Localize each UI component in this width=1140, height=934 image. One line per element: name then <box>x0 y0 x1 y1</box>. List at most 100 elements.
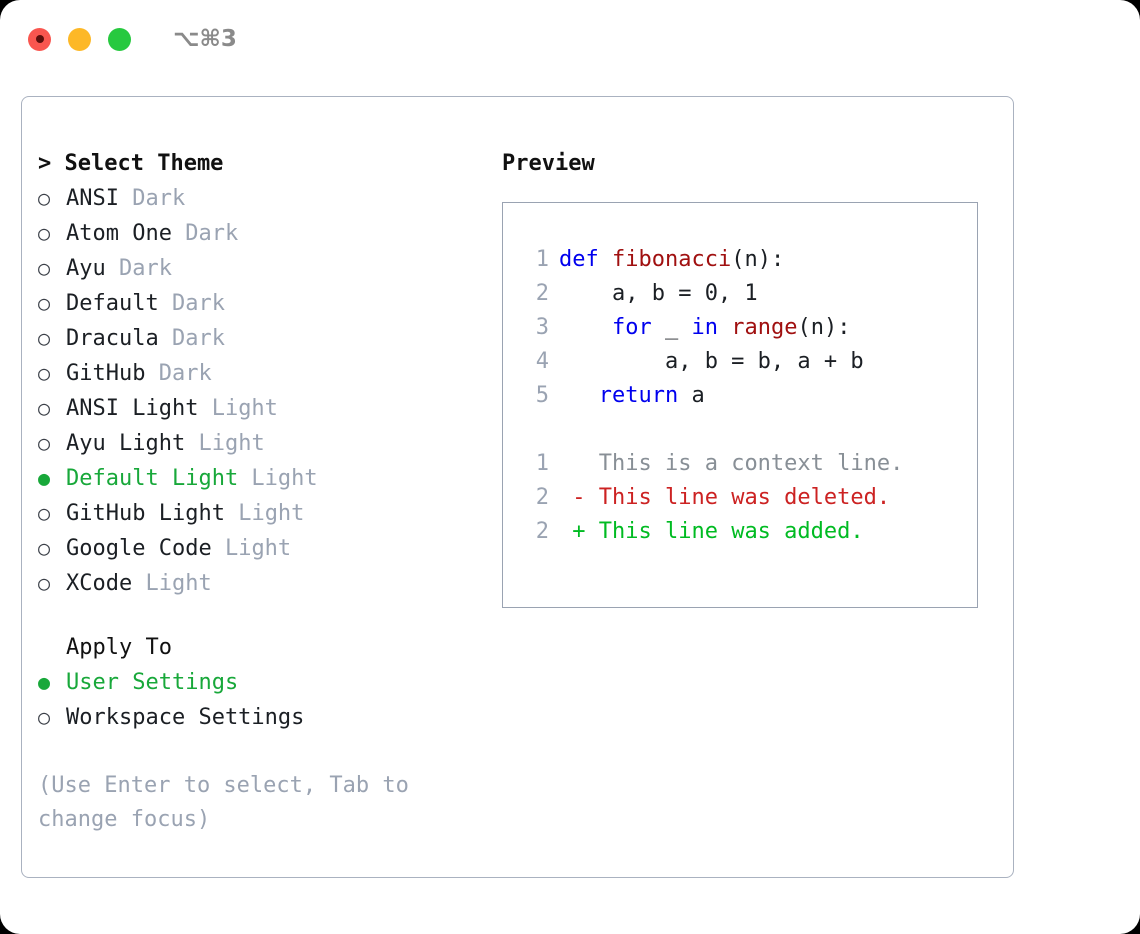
line-number: 2 <box>535 519 549 544</box>
theme-option-label: Atom One <box>66 221 172 246</box>
theme-option-github[interactable]: ○ GitHub Dark <box>38 356 498 391</box>
theme-option-variant: Dark <box>105 256 172 281</box>
diff-sample: 1 This is a context line.2 - This line w… <box>521 447 977 549</box>
line-number: 1 <box>535 247 549 272</box>
code-token-plain <box>559 383 599 408</box>
apply-to-heading: Apply To <box>66 635 172 660</box>
theme-option-variant: Light <box>198 396 278 421</box>
close-window-button[interactable] <box>28 27 51 51</box>
radio-unselected-icon: ○ <box>38 186 51 210</box>
code-token-plain <box>718 315 731 340</box>
code-token-kw: for <box>611 315 652 340</box>
radio-unselected-icon: ○ <box>38 361 51 385</box>
keyboard-hint-text: (Use Enter to select, Tab to change focu… <box>38 773 423 832</box>
line-number: 3 <box>535 315 549 340</box>
line-number: 2 <box>535 281 549 306</box>
theme-option-label: ANSI Light <box>66 396 199 421</box>
code-token-fn: range <box>731 315 798 340</box>
code-line-text: a, b = b, a + b <box>559 345 864 379</box>
code-line-text: a, b = 0, 1 <box>559 277 758 311</box>
theme-option-variant: Dark <box>145 361 212 386</box>
theme-option-default-light[interactable]: ● Default Light Light <box>38 461 498 496</box>
apply-to-option-user-settings[interactable]: ●User Settings <box>38 665 498 700</box>
radio-unselected-icon: ○ <box>38 291 51 315</box>
theme-option-variant: Light <box>185 431 265 456</box>
theme-option-dracula[interactable]: ○ Dracula Dark <box>38 321 498 356</box>
theme-option-label: GitHub <box>66 361 146 386</box>
theme-list-column: > Select Theme ○ANSI Dark○Atom One Dark○… <box>38 147 498 837</box>
code-line-text: return a <box>559 379 705 413</box>
keyboard-shortcut-label: ⌥⌘3 <box>173 26 237 52</box>
minimize-window-button[interactable] <box>68 27 91 51</box>
code-token-plain: (n): <box>797 315 851 340</box>
theme-option-variant: Light <box>211 536 292 561</box>
theme-list[interactable]: ○ANSI Dark○Atom One Dark○Ayu Dark○Defaul… <box>38 181 498 601</box>
code-token-fn: fibonacci <box>611 247 732 272</box>
theme-option-variant: Light <box>132 571 212 596</box>
theme-option-label: XCode <box>66 571 133 596</box>
title-bar: ⌥⌘3 <box>0 0 1140 78</box>
theme-option-label: GitHub Light <box>66 501 225 526</box>
code-token-plain: a, b = 0, 1 <box>559 281 758 306</box>
code-line: 5 return a <box>521 379 977 413</box>
code-token-kw: return <box>598 383 679 408</box>
theme-option-ansi-light[interactable]: ○ ANSI Light Light <box>38 391 498 426</box>
apply-to-option-workspace-settings[interactable]: ○ Workspace Settings <box>38 700 498 735</box>
code-token-plain: _ <box>651 315 692 340</box>
maximize-window-button[interactable] <box>108 27 131 51</box>
theme-option-label: Dracula <box>66 326 159 351</box>
diff-sign: - <box>559 485 586 510</box>
apply-to-list[interactable]: ●User Settings ○ Workspace Settings <box>38 665 498 735</box>
radio-selected-icon: ● <box>38 466 51 490</box>
theme-option-atom-one[interactable]: ○Atom One Dark <box>38 216 498 251</box>
radio-unselected-icon: ○ <box>38 536 51 560</box>
line-number: 5 <box>535 383 549 408</box>
radio-unselected-icon: ○ <box>38 396 51 420</box>
code-line: 2 a, b = 0, 1 <box>521 277 977 311</box>
theme-option-label: Default <box>66 291 159 316</box>
theme-option-variant: Dark <box>118 186 186 211</box>
radio-unselected-icon: ○ <box>38 256 51 280</box>
theme-option-label: Default Light <box>66 466 239 491</box>
diff-sign: + <box>559 519 586 544</box>
diff-line-text: This line was added. <box>585 519 864 544</box>
code-token-plain <box>559 315 612 340</box>
theme-option-variant: Dark <box>171 221 239 246</box>
theme-option-ayu[interactable]: ○ Ayu Dark <box>38 251 498 286</box>
theme-option-ansi[interactable]: ○ANSI Dark <box>38 181 498 216</box>
theme-option-label: Ayu Light <box>66 431 186 456</box>
diff-line-context: 1 This is a context line. <box>521 447 977 481</box>
code-line: 4 a, b = b, a + b <box>521 345 977 379</box>
diff-line-del: 2 - This line was deleted. <box>521 481 977 515</box>
theme-option-label: Ayu <box>66 256 106 281</box>
theme-option-google-code[interactable]: ○ Google Code Light <box>38 531 498 566</box>
line-number: 2 <box>535 485 549 510</box>
diff-line-text: This is a context line. <box>585 451 904 476</box>
apply-to-option-label: Workspace Settings <box>66 705 305 730</box>
code-token-kw: in <box>691 315 718 340</box>
diff-line-add: 2 + This line was added. <box>521 515 977 549</box>
theme-option-ayu-light[interactable]: ○ Ayu Light Light <box>38 426 498 461</box>
code-line: 3 for _ in range(n): <box>521 311 977 345</box>
line-number: 4 <box>535 349 549 374</box>
code-token-plain: (n): <box>731 247 785 272</box>
preview-title: Preview <box>502 151 595 176</box>
select-theme-title: > Select Theme <box>38 151 224 176</box>
radio-unselected-icon: ○ <box>38 431 51 455</box>
code-token-plain: a <box>678 383 705 408</box>
theme-option-variant: Light <box>238 466 318 491</box>
radio-unselected-icon: ○ <box>38 326 51 350</box>
radio-unselected-icon: ○ <box>38 705 51 729</box>
theme-option-variant: Light <box>224 501 305 526</box>
theme-option-default[interactable]: ○Default Dark <box>38 286 498 321</box>
theme-option-variant: Dark <box>158 326 225 351</box>
theme-option-github-light[interactable]: ○GitHub Light Light <box>38 496 498 531</box>
theme-option-xcode[interactable]: ○ XCode Light <box>38 566 498 601</box>
theme-option-label: Google Code <box>66 536 212 561</box>
diff-line-text: This line was deleted. <box>585 485 891 510</box>
radio-unselected-icon: ○ <box>38 571 51 595</box>
